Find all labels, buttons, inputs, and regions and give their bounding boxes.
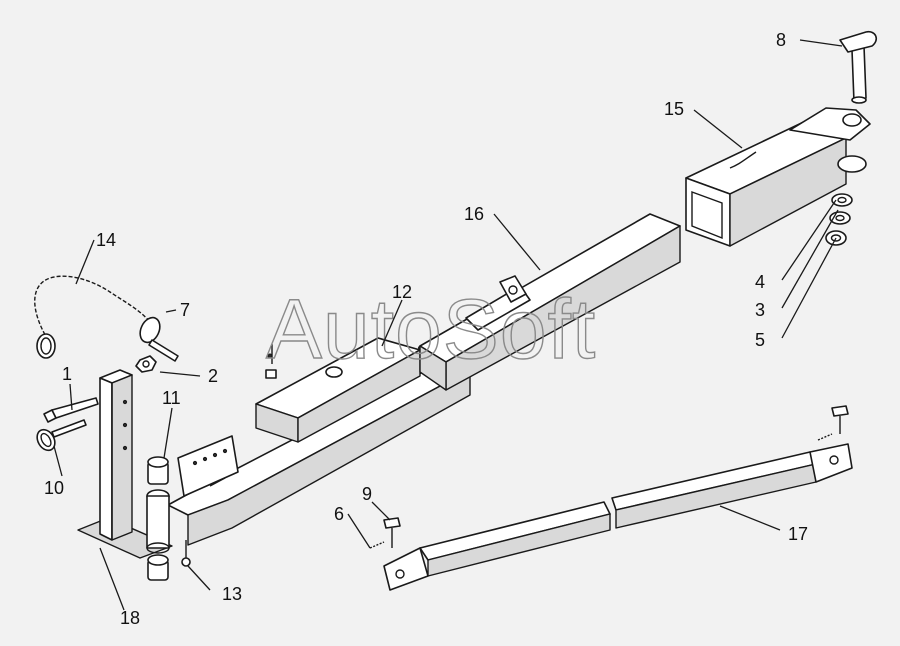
callout-7: 7 <box>180 300 190 320</box>
callout-14: 14 <box>96 230 116 250</box>
washer-part <box>825 193 853 246</box>
nut-part <box>135 355 157 373</box>
callout-labels: 1 2 3 4 5 6 7 8 9 10 11 12 13 14 15 16 1… <box>44 30 808 628</box>
callout-17: 17 <box>788 524 808 544</box>
callout-2: 2 <box>208 366 218 386</box>
callout-1: 1 <box>62 364 72 384</box>
ring-pin-part <box>36 419 87 452</box>
main-drawbar-part <box>167 338 471 546</box>
chain-part <box>34 275 151 359</box>
callout-8: 8 <box>776 30 786 50</box>
leader-lines <box>53 39 843 611</box>
callout-9: 9 <box>362 484 372 504</box>
bushing-part <box>146 456 170 581</box>
callout-13: 13 <box>222 584 242 604</box>
callout-11: 11 <box>162 388 181 408</box>
callout-12: 12 <box>392 282 412 302</box>
coupling-head-part <box>685 107 871 247</box>
clip-pin-part <box>383 405 849 548</box>
callout-16: 16 <box>464 204 484 224</box>
callout-10: 10 <box>44 478 64 498</box>
box-beam-part <box>255 337 421 443</box>
lynch-pin-part <box>139 316 179 362</box>
side-strut-part <box>383 443 853 591</box>
watermark-text: AutoSoft <box>266 282 596 376</box>
callout-15: 15 <box>664 99 684 119</box>
pin-bolt-part <box>181 540 191 567</box>
callout-5: 5 <box>755 330 765 350</box>
callout-3: 3 <box>755 300 765 320</box>
screw-part <box>369 433 833 549</box>
extension-tube-part <box>419 213 681 391</box>
callout-18: 18 <box>120 608 140 628</box>
hitch-pin-part <box>839 30 878 104</box>
callout-4: 4 <box>755 272 765 292</box>
callout-6: 6 <box>334 504 344 524</box>
bolt-part <box>43 397 99 423</box>
